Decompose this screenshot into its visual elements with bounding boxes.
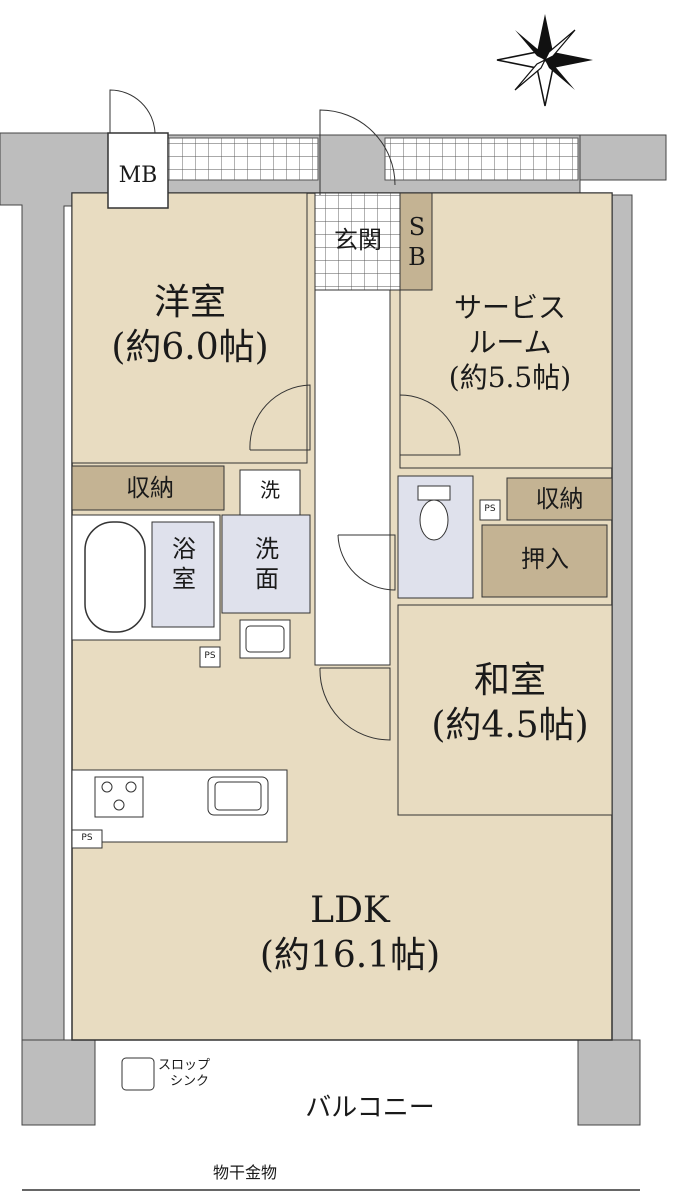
washroom-label-2: 面 [255, 565, 279, 593]
western-room-label: 洋室 (約6.0帖) [100, 280, 280, 370]
oshiire-area [481, 524, 608, 598]
ldk-name: LDK [310, 890, 390, 931]
compass-icon [496, 14, 593, 107]
bath-label-2: 室 [172, 565, 196, 593]
ps-box-right [479, 499, 501, 521]
sb-label: S B [402, 212, 432, 272]
washroom-label-1: 洗 [255, 535, 279, 563]
sb-label-b: B [408, 243, 426, 271]
entrance-label: 玄関 [334, 226, 382, 254]
washroom-label: 洗 面 [237, 534, 297, 594]
storage-right [506, 477, 613, 521]
service-room-label: サービス ルーム (約5.5帖) [405, 290, 615, 395]
storage-left-label: 収納 [126, 474, 174, 502]
slop-sink-icon [121, 1057, 155, 1091]
corridor [314, 289, 391, 666]
upper-tile-strip-right [384, 137, 579, 181]
clothes-hanger-label: 物干金物 [212, 1163, 277, 1182]
oshiire-label: 押入 [521, 545, 569, 573]
upper-tile-strip [167, 137, 319, 181]
slop-sink-label-1: スロップ [158, 1058, 211, 1073]
ps-label-kitchen: PS [81, 833, 93, 843]
walls [0, 132, 667, 1126]
laundry-box [239, 469, 301, 519]
laundry-label: 洗 [260, 478, 280, 502]
ldk-size: (約16.1帖) [259, 935, 441, 976]
western-room-size: (約6.0帖) [111, 327, 269, 368]
japanese-room-size: (約4.5帖) [431, 705, 589, 746]
japanese-room-name: 和室 [473, 660, 546, 701]
ps-box-left [199, 646, 221, 668]
bathtub-icon [84, 521, 146, 633]
storage-right-label: 収納 [535, 485, 584, 513]
western-room-area [71, 192, 308, 464]
ps-label-right: PS [484, 504, 496, 514]
entrance-tiles [314, 192, 401, 291]
service-room-name-2: ルーム [468, 326, 552, 359]
western-room-name: 洋室 [153, 282, 226, 323]
kitchen-sink-icon [207, 776, 269, 816]
ps-label-left: PS [204, 651, 216, 661]
storage-left [71, 465, 225, 511]
sb-label-s: S [408, 213, 426, 241]
mb-label: MB [118, 163, 158, 188]
doors [109, 89, 461, 741]
mb-box [107, 132, 169, 209]
bath-label: 浴 室 [155, 534, 213, 594]
ldk-label: LDK (約16.1帖) [210, 888, 490, 978]
japanese-room-label: 和室 (約4.5帖) [405, 658, 615, 748]
balcony-label: バルコニー [305, 1093, 435, 1123]
washroom-area [221, 514, 311, 614]
bath-floor [151, 521, 215, 628]
toilet-icon [417, 485, 451, 541]
service-room-size: (約5.5帖) [448, 361, 572, 394]
japanese-room-area [397, 604, 613, 816]
ps-box-kitchen [71, 829, 103, 849]
service-room-name-1: サービス [453, 291, 566, 324]
service-room-area [399, 192, 613, 469]
bath-label-1: 浴 [172, 535, 196, 563]
sb-storage [399, 192, 433, 291]
stove-icon [94, 776, 144, 818]
slop-sink-label-2: シンク [170, 1074, 210, 1090]
slop-sink-label: スロップ シンク [158, 1058, 238, 1091]
